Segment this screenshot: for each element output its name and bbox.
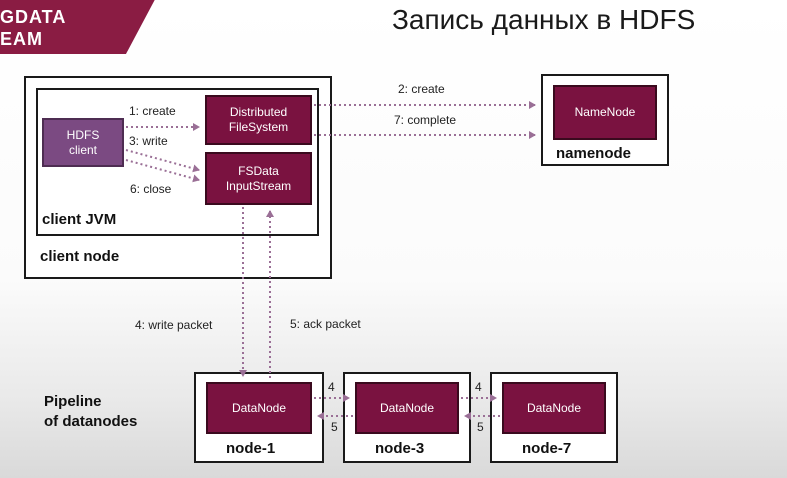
- logo-line-2: EAM: [0, 29, 43, 49]
- datanode-7-text: DataNode: [526, 400, 582, 415]
- fsdata-inputstream-box: FSData InputStream: [205, 152, 312, 205]
- fsdata-line-2: InputStream: [225, 178, 292, 193]
- label-write-3: 3: write: [129, 134, 168, 148]
- brand-logo-text: GDATA EAM: [0, 6, 66, 50]
- datanode-1-text: DataNode: [231, 400, 287, 415]
- label-write-packet-4: 4: write packet: [135, 318, 213, 332]
- namenode-label: namenode: [556, 145, 632, 162]
- distributed-filesystem-box: Distributed FileSystem: [205, 95, 312, 145]
- label-create-2: 2: create: [398, 82, 445, 96]
- pipeline-line-1: Pipeline: [44, 393, 102, 410]
- datanode-box-3: DataNode: [355, 382, 459, 434]
- namenode-box-text: NameNode: [574, 105, 636, 119]
- pipeline-label: Pipeline of datanodes: [44, 392, 137, 432]
- hdfs-client-box: HDFS client: [42, 118, 124, 167]
- datanode-3-text: DataNode: [379, 400, 435, 415]
- datanode-box-1: DataNode: [206, 382, 312, 434]
- client-jvm-label: client JVM: [42, 211, 117, 228]
- label-pipeline-4b: 4: [475, 380, 482, 394]
- hdfs-client-line-2: client: [68, 142, 97, 157]
- label-close-6: 6: close: [130, 182, 172, 196]
- node-7-label: node-7: [522, 440, 572, 457]
- arrow-close-6: [125, 159, 200, 183]
- slide-title: Запись данных в HDFS: [392, 4, 696, 35]
- hdfs-client-line-1: HDFS: [66, 127, 100, 142]
- label-pipeline-5b: 5: [477, 420, 484, 434]
- dfs-line-2: FileSystem: [228, 120, 289, 134]
- label-ack-packet-5: 5: ack packet: [290, 317, 361, 331]
- namenode-box: NameNode: [553, 85, 657, 140]
- logo-line-1: GDATA: [0, 7, 67, 27]
- label-complete-7: 7: complete: [394, 113, 457, 127]
- client-node-label: client node: [40, 248, 120, 265]
- arrow-write-3: [125, 149, 200, 173]
- label-pipeline-5a: 5: [331, 420, 338, 434]
- pipeline-line-2: of datanodes: [44, 413, 138, 430]
- dfs-line-1: Distributed: [229, 105, 288, 119]
- label-create-1: 1: create: [129, 104, 176, 118]
- node-3-label: node-3: [375, 440, 425, 457]
- datanode-box-7: DataNode: [502, 382, 606, 434]
- label-pipeline-4a: 4: [328, 380, 335, 394]
- node-1-label: node-1: [226, 440, 276, 457]
- fsdata-line-1: FSData: [238, 163, 279, 178]
